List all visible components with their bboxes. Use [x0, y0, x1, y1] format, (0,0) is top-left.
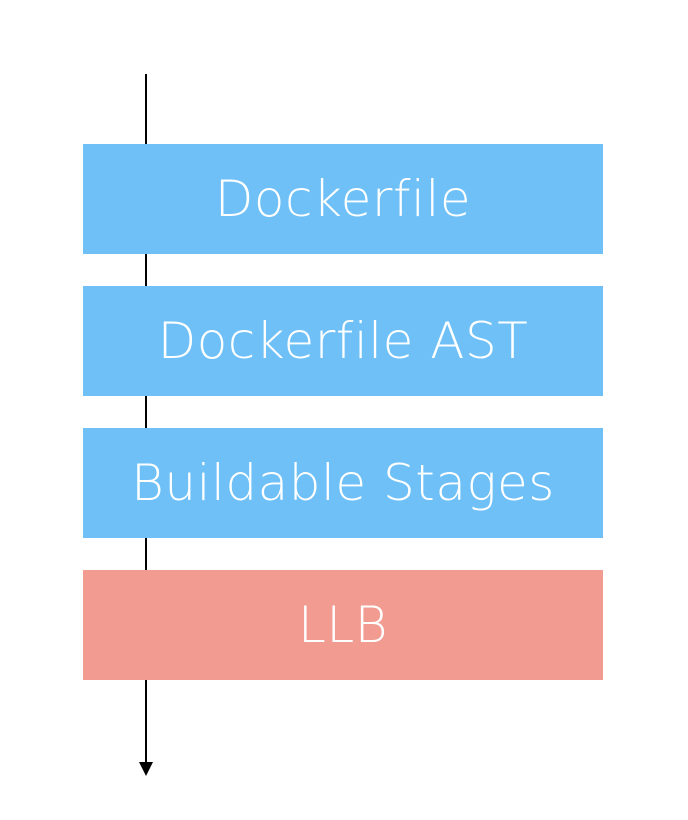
stage-label: Buildable Stages: [131, 454, 555, 512]
stage-llb: LLB: [83, 570, 603, 680]
arrow-down-icon: [139, 762, 153, 776]
stage-dockerfile-ast: Dockerfile AST: [83, 286, 603, 396]
stage-label: Dockerfile AST: [157, 312, 529, 370]
stage-buildable-stages: Buildable Stages: [83, 428, 603, 538]
stage-dockerfile: Dockerfile: [83, 144, 603, 254]
stage-label: LLB: [298, 596, 388, 654]
flow-line: [145, 74, 147, 764]
stage-label: Dockerfile: [214, 170, 472, 228]
